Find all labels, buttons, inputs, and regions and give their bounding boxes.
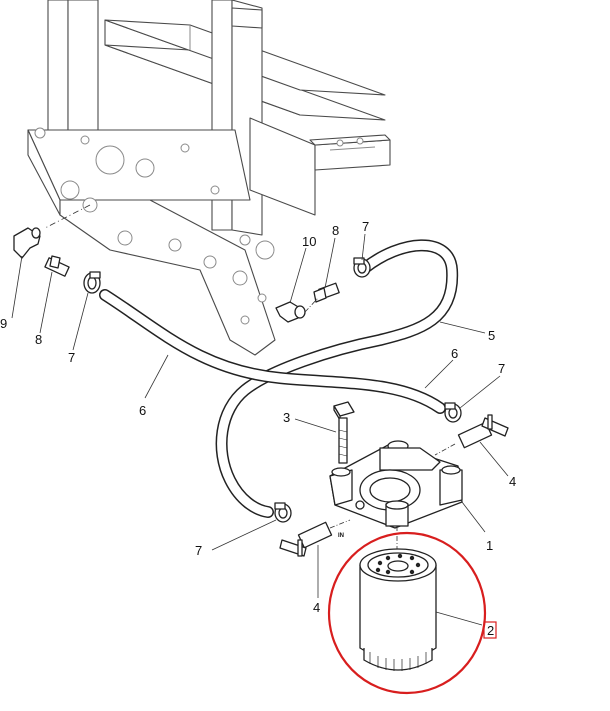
callout-7b: 7 [362,219,369,234]
filter-head-assembly: IN [329,401,463,560]
top-fittings [275,257,371,323]
callout-4a: 4 [509,474,516,489]
filter-cartridge-2 [359,548,437,671]
leader-lines [11,233,509,626]
callout-3: 3 [283,410,290,425]
callout-1: 1 [486,538,493,553]
callout-numbers: 9 8 7 6 10 8 7 5 6 7 3 4 1 7 4 2 [0,219,516,638]
machine-frame [27,0,391,356]
callout-9: 9 [0,316,7,331]
inlet-port-label: IN [338,533,344,539]
callout-6a: 6 [139,403,146,418]
callout-10: 10 [302,234,316,249]
callout-7a: 7 [68,350,75,365]
right-fittings [434,402,509,456]
highlight-box [483,621,497,639]
bottom-fittings [274,502,351,557]
hoses [99,239,459,518]
bolt-3-shank [338,417,348,464]
callout-4b: 4 [313,600,320,615]
callout-8a: 8 [35,332,42,347]
callout-7d: 7 [195,543,202,558]
callout-2: 2 [487,623,494,638]
left-fittings [13,204,101,294]
banjo-fitting-4b [297,521,333,549]
callout-5: 5 [488,328,495,343]
highlight-circle [327,531,487,695]
callout-6b: 6 [451,346,458,361]
callout-7c: 7 [498,361,505,376]
callout-8b: 8 [332,223,339,238]
